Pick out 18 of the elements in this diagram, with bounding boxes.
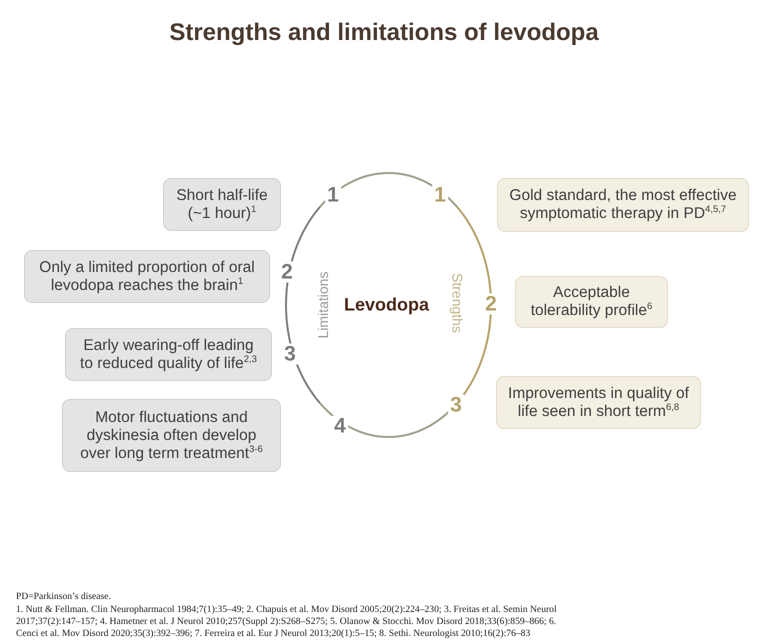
callout-number: 3 <box>282 344 298 364</box>
footnote: PD=Parkinson’s disease. <box>16 591 112 603</box>
limitation-card: Motor fluctuations and dyskinesia often develop over long term treatment$^{3-6}$ <box>62 399 281 472</box>
limitation-card: Early wearing-off leading to reduced quality of life$^{2,3}$ <box>65 328 272 381</box>
strength-card: Improvements in quality of life seen in short term$^{6,8}$ <box>496 376 701 429</box>
callout-number: 2 <box>279 262 295 282</box>
limitation-card: Only a limited proportion of oral levodopa reaches the brain$^{1}$ <box>24 250 270 303</box>
reference-list: 1. Nutt & Fellman. Clin Neuropharmacol 1984;7(1):35–49; 2. Chapuis et al. Mov Disord 2005;20(2):224–230; 3. Freitas et al. Semin Neurol 2017;37(2):147–157; 4. Hametner et al. J Neurol 2010;257(Suppl 2):S268–S275; 5. Olanow & Stocchi. Mov Disord 2018;33(6):859–866; 6. Cenci et al. Mov Disord 2020;35(3):392–396; 7. Ferreira et al. Eur J Neurol 2013;20(1):5–15; 8. Sethi. Neurologist 2010;16(2):76–83 <box>16 604 578 640</box>
strength-card: Gold standard, the most effective symptomatic therapy in PD$^{4,5,7}$ <box>497 178 749 232</box>
center-label: Levodopa <box>344 294 429 315</box>
callout-number: 1 <box>325 184 341 206</box>
callout-number: 3 <box>448 394 464 416</box>
title: Strengths and limitations of levodopa <box>168 18 600 48</box>
section-label: Limitations <box>314 271 330 338</box>
section-label: Strengths <box>450 272 466 332</box>
strength-card: Acceptable tolerability profile$^{6}$ <box>515 276 668 328</box>
callout-number: 2 <box>483 294 499 314</box>
limitation-card: Short half-life (~1 hour)$^{1}$ <box>163 178 281 231</box>
